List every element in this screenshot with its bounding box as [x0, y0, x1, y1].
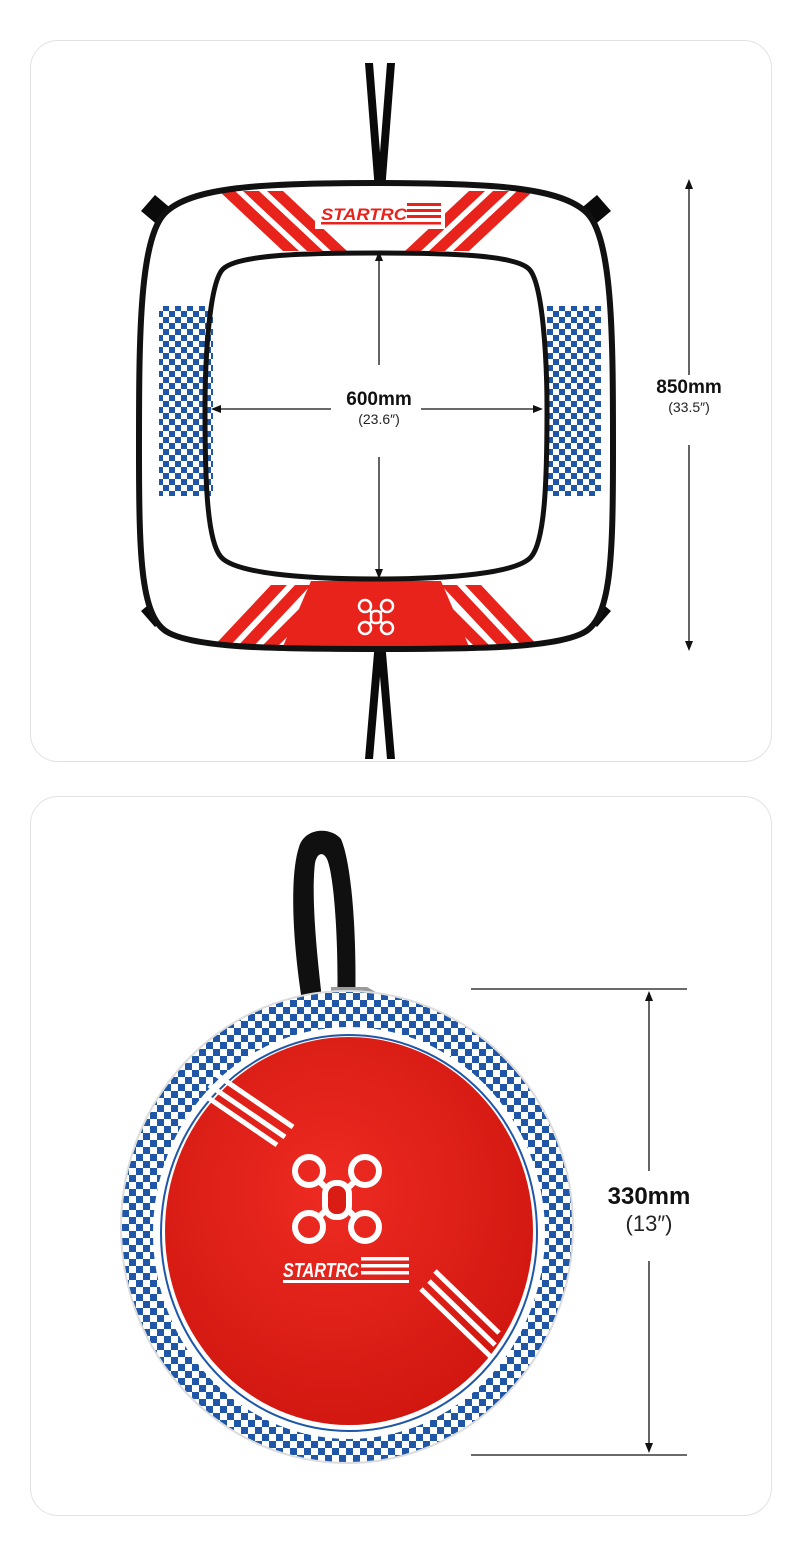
bag-diameter-imperial: (13″): [625, 1210, 673, 1236]
bag-panel: STARTRC 330mm (13″): [30, 796, 772, 1516]
bag-diameter-value: 330mm: [607, 1183, 691, 1210]
inner-dimension-arrows: [211, 251, 543, 579]
gate-outer-outline: [135, 179, 617, 653]
bag-handle: [293, 830, 381, 1007]
bag-stripes-top: [205, 1072, 295, 1148]
bag-brand-text: STARTRC: [283, 1260, 359, 1282]
gate-logo: STARTRC: [315, 199, 445, 229]
drone-icon: [292, 1154, 382, 1244]
inner-width-value: 600mm: [346, 389, 412, 410]
bag-diameter-lines: [471, 988, 687, 1456]
gate-inner-outline: [202, 250, 550, 582]
outer-height-imperial: (33.5″): [668, 398, 710, 415]
drone-icon: [357, 598, 395, 636]
inner-width-imperial: (23.6″): [358, 410, 400, 427]
inner-width-label: 600mm (23.6″): [319, 389, 439, 427]
bag-diameter-label: 330mm (13″): [589, 1183, 709, 1236]
bag-stripes-bottom: [419, 1269, 501, 1359]
gate-panel: STARTRC: [30, 40, 772, 762]
bag-illustration: STARTRC: [120, 830, 687, 1464]
top-stripes: [219, 191, 533, 251]
outer-height-value: 850mm: [656, 377, 722, 398]
outer-height-label: 850mm (33.5″): [639, 377, 739, 415]
gate-brand-text: STARTRC: [321, 205, 408, 224]
outer-height-arrow: [685, 179, 693, 651]
right-checker: [547, 306, 601, 496]
gate-illustration: STARTRC: [135, 63, 693, 759]
bag-logo: STARTRC: [283, 1257, 409, 1283]
